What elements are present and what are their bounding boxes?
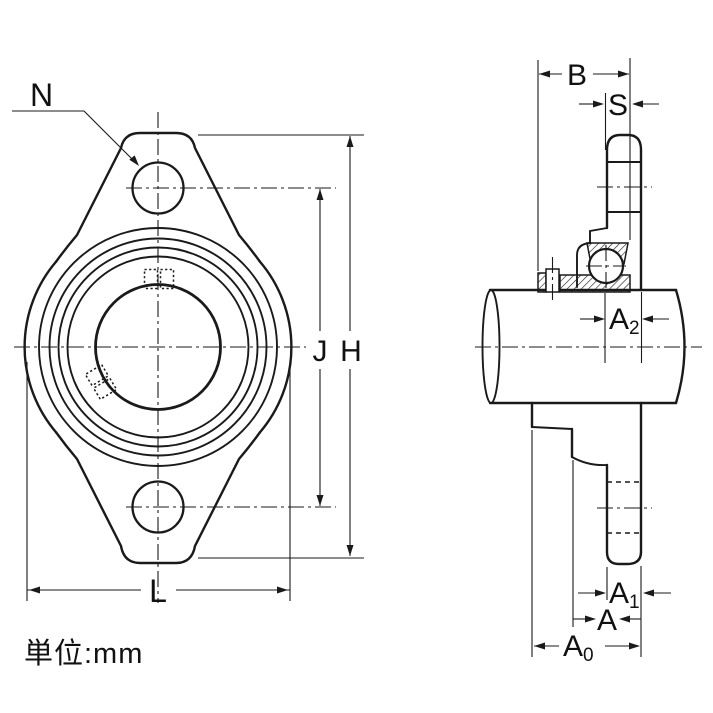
l-arrow-right [277, 586, 288, 594]
a-arrow-right [619, 615, 630, 623]
ring-4 [66, 255, 250, 439]
j-arrow-down [316, 495, 324, 506]
h-arrow-up [346, 136, 354, 147]
s-arrow-left [593, 100, 604, 108]
dim-label-a1: A1 [609, 577, 640, 613]
dim-label-a0: A0 [563, 630, 594, 666]
side-view-dimensions: B S A2 A1 A A0 [531, 58, 671, 666]
side-view [475, 133, 702, 566]
a1-arrow-left [595, 589, 606, 597]
lock-collar-section [537, 272, 547, 293]
front-view [14, 112, 336, 603]
b-arrow-left [539, 70, 550, 78]
j-arrow-up [316, 189, 324, 200]
set-screw-top-hidden [143, 268, 175, 290]
bolt-hole-bottom [131, 480, 185, 534]
dim-label-l: L [149, 573, 167, 609]
collar-step [531, 426, 573, 430]
dim-label-b: B [567, 59, 587, 92]
boss-to-lug-blend [571, 456, 608, 467]
dim-label-j: J [313, 335, 328, 368]
a-arrow-left [585, 615, 596, 623]
bottom-lug-outline [55, 431, 261, 565]
b-arrow-right [618, 70, 629, 78]
dim-label-a: A [597, 604, 617, 637]
a2-arrow-left [594, 315, 605, 323]
body-outline-left-arc [23, 260, 58, 434]
bolt-hole-top [131, 161, 185, 215]
ring-2 [48, 237, 268, 457]
a0-arrow-left [534, 642, 545, 650]
dim-label-a2: A2 [609, 303, 640, 339]
front-view-dimensions: N J H L [12, 77, 364, 609]
h-arrow-down [346, 545, 354, 556]
n-leader-line [83, 110, 137, 164]
body-outline-right-arc [258, 260, 293, 434]
set-screw-side-hidden [84, 363, 118, 401]
l-arrow-left [29, 586, 40, 594]
s-arrow-right [632, 100, 643, 108]
ring-1 [38, 227, 278, 467]
bottom-lug-side-outline [605, 401, 643, 566]
a2-arrow-right [642, 315, 653, 323]
housing-step [589, 227, 608, 244]
dim-label-h: H [340, 335, 362, 368]
n-leader-arrowhead [129, 155, 139, 166]
ring-3 [57, 246, 259, 448]
dim-label-s: S [608, 89, 628, 122]
a1-arrow-right [643, 589, 654, 597]
dim-label-n: N [30, 77, 53, 113]
top-lug-side-outline [605, 133, 643, 292]
unit-note: 単位:mm [24, 637, 143, 670]
top-lug-outline [55, 131, 261, 263]
a0-arrow-right [629, 642, 640, 650]
